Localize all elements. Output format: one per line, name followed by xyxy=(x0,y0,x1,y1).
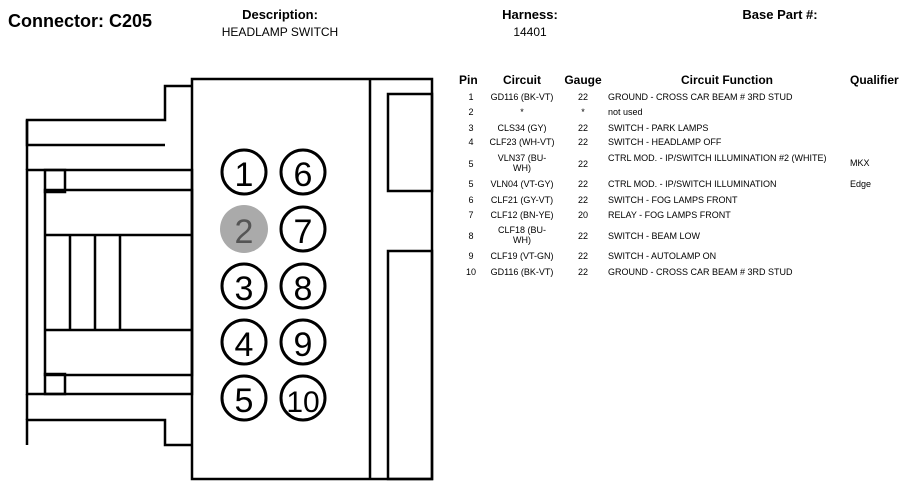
row-5b-function: CTRL MOD. - IP/SWITCH ILLUMINATION xyxy=(608,179,777,189)
row-10-gauge: 22 xyxy=(577,267,588,277)
pin-1-label: 1 xyxy=(235,156,254,194)
col-header-qualifier: Qualifier xyxy=(850,73,899,87)
row-1-pin: 1 xyxy=(468,92,474,102)
right-latch-upper xyxy=(386,92,434,193)
row-3-pin: 3 xyxy=(468,123,474,133)
pin-10: 10 xyxy=(279,374,327,422)
row-6-function: SWITCH - FOG LAMPS FRONT xyxy=(608,195,738,205)
keyway-notch-bottom xyxy=(43,372,67,396)
base-part-label: Base Part #: xyxy=(742,7,818,22)
pin-8: 8 xyxy=(279,262,327,310)
row-2-circuit: * xyxy=(520,107,524,117)
row-10-circuit: GD116 (BK-VT) xyxy=(490,267,554,277)
pin-7: 7 xyxy=(279,205,327,253)
row-5b-pin: 5 xyxy=(468,179,474,189)
row-3-gauge: 22 xyxy=(577,123,588,133)
right-latch-lower xyxy=(386,249,434,481)
row-7-circuit: CLF12 (BN-YE) xyxy=(490,210,554,220)
col-header-pin: Pin xyxy=(459,73,478,87)
row-5a-pin: 5 xyxy=(468,159,474,169)
row-4-circuit: CLF23 (WH-VT) xyxy=(489,137,555,147)
pin-3: 3 xyxy=(220,262,268,310)
row-5b-qualifier: Edge xyxy=(850,179,872,189)
pin-cavities: 1 6 2 7 3 8 4 9 xyxy=(220,148,327,422)
pin-7-label: 7 xyxy=(294,213,313,251)
pin-1: 1 xyxy=(220,148,268,196)
description-value: HEADLAMP SWITCH xyxy=(221,25,339,39)
row-10-pin: 10 xyxy=(465,267,476,277)
row-8-pin: 8 xyxy=(468,231,474,241)
row-5a-gauge: 22 xyxy=(577,159,588,169)
row-2-pin: 2 xyxy=(468,107,474,117)
row-6-circuit: CLF21 (GY-VT) xyxy=(490,195,554,205)
row-4-gauge: 22 xyxy=(577,137,588,147)
row-7-gauge: 20 xyxy=(577,210,588,220)
row-9-pin: 9 xyxy=(468,251,474,261)
row-1-function: GROUND - CROSS CAR BEAM # 3RD STUD xyxy=(608,92,793,102)
description-label: Description: xyxy=(242,7,318,22)
connector-title: Connector: C205 xyxy=(8,11,153,31)
row-1-circuit: GD116 (BK-VT) xyxy=(490,92,554,102)
pin-3-label: 3 xyxy=(235,270,254,308)
row-6-gauge: 22 xyxy=(577,195,588,205)
row-8-circuit: CLF18 (BU-WH) xyxy=(497,225,546,245)
col-header-gauge: Gauge xyxy=(564,73,602,87)
row-7-pin: 7 xyxy=(468,210,474,220)
left-keyway-frame xyxy=(25,168,194,396)
row-2-function: not used xyxy=(608,107,643,117)
row-7-function: RELAY - FOG LAMPS FRONT xyxy=(608,210,731,220)
row-4-pin: 4 xyxy=(468,137,474,147)
pin-9: 9 xyxy=(279,318,327,366)
row-5a-circuit: VLN37 (BU-WH) xyxy=(497,153,547,173)
pin-2-unused: 2 xyxy=(220,205,268,253)
pin-6-label: 6 xyxy=(294,156,313,194)
row-2-gauge: * xyxy=(581,107,585,117)
row-6-pin: 6 xyxy=(468,195,474,205)
pin-5-label: 5 xyxy=(235,382,254,420)
row-5b-circuit: VLN04 (VT-GY) xyxy=(490,179,554,189)
pin-6: 6 xyxy=(279,148,327,196)
row-10-function: GROUND - CROSS CAR BEAM # 3RD STUD xyxy=(608,267,793,277)
pin-4: 4 xyxy=(220,318,268,366)
left-keyway-inner xyxy=(43,188,194,377)
left-ear-top xyxy=(25,84,192,147)
row-8-function: SWITCH - BEAM LOW xyxy=(608,231,700,241)
row-4-function: SWITCH - HEADLAMP OFF xyxy=(608,137,722,147)
keyway-notch-top xyxy=(43,168,67,194)
pin-5: 5 xyxy=(220,374,268,422)
row-9-function: SWITCH - AUTOLAMP ON xyxy=(608,251,717,261)
col-header-function: Circuit Function xyxy=(681,73,773,87)
row-5b-gauge: 22 xyxy=(577,179,588,189)
pin-8-label: 8 xyxy=(294,270,313,308)
connector-housing xyxy=(25,77,434,481)
row-1-gauge: 22 xyxy=(577,92,588,102)
row-9-circuit: CLF19 (VT-GN) xyxy=(490,251,554,261)
row-3-function: SWITCH - PARK LAMPS xyxy=(608,123,709,133)
left-ear-bottom xyxy=(25,418,192,447)
pin-2-label: 2 xyxy=(235,213,254,251)
pin-4-label: 4 xyxy=(235,326,254,364)
pin-10-label: 10 xyxy=(286,386,319,419)
row-3-circuit: CLS34 (GY) xyxy=(497,123,547,133)
pin-9-label: 9 xyxy=(294,326,313,364)
row-5a-function: CTRL MOD. - IP/SWITCH ILLUMINATION #2 (W… xyxy=(608,153,827,163)
harness-label: Harness: xyxy=(502,7,558,22)
harness-value: 14401 xyxy=(513,25,547,39)
col-header-circuit: Circuit xyxy=(502,73,541,87)
row-8-gauge: 22 xyxy=(577,231,588,241)
row-5a-qualifier: MKX xyxy=(850,158,870,168)
row-9-gauge: 22 xyxy=(577,251,588,261)
